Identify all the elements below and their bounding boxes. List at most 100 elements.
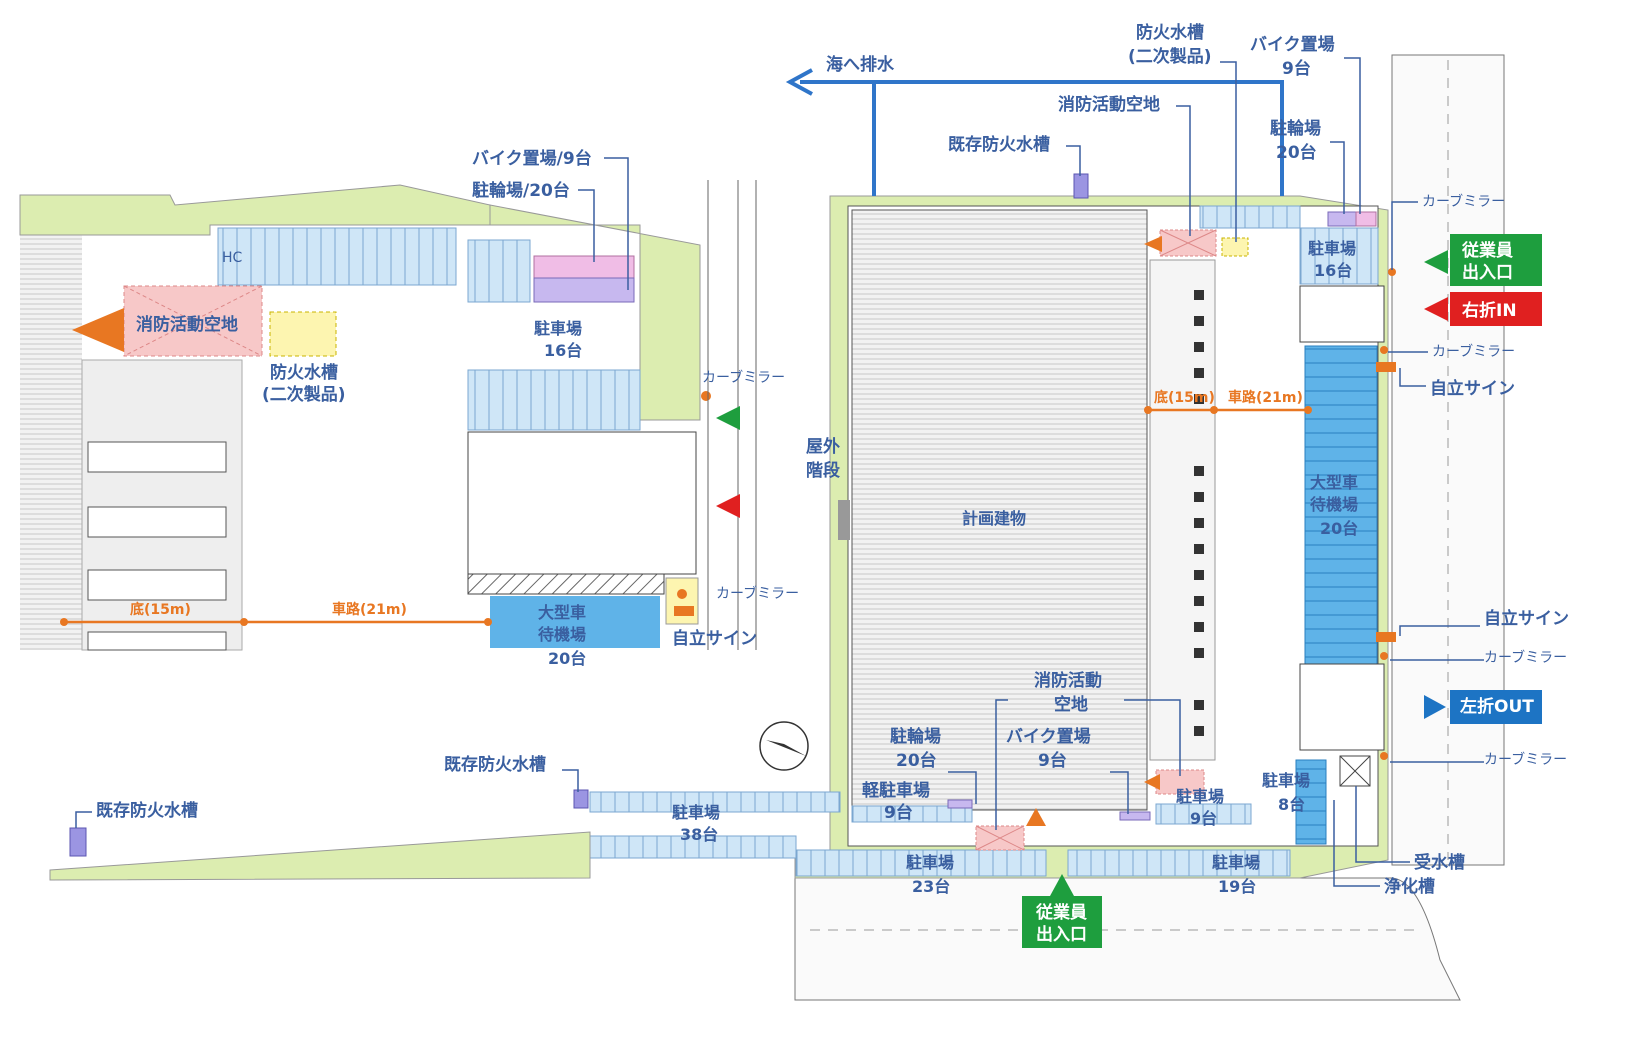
cycle-label-1: 駐輪場 xyxy=(1270,118,1321,139)
fire-space-top-label: 消防活動空地 xyxy=(1058,94,1160,115)
parking38-label-2: 38台 xyxy=(680,825,718,844)
sign-label-1: 自立サイン xyxy=(1430,378,1515,399)
parking9-label-1: 駐車場 xyxy=(1176,787,1224,806)
inset-bike-label: バイク置場/9台 xyxy=(472,148,592,169)
main-bottom-label: 底(15m) xyxy=(1154,389,1215,406)
tank-label-2: (二次製品) xyxy=(1128,46,1212,67)
sign-label-2: 自立サイン xyxy=(1484,608,1569,629)
parking19-label-2: 19台 xyxy=(1218,877,1256,896)
inset-plan: HC バイク置場/9台 駐輪場/20台 消防活動空地 防火水槽 (二次製品) 駐 xyxy=(19,148,799,668)
cycle-label-2: 20台 xyxy=(1276,142,1317,163)
inset-bike-area xyxy=(533,255,635,279)
inset-fire-space-label: 消防活動空地 xyxy=(136,314,238,335)
inset-mirror-label-2: カーブミラー xyxy=(716,585,799,602)
bike-bot-label-1: バイク置場 xyxy=(1006,727,1091,747)
inset-parking-16 xyxy=(467,369,641,431)
existing-tank-left-label: 既存防火水槽 xyxy=(96,800,198,821)
right-in-badge xyxy=(1450,292,1542,326)
wait-label-3: 20台 xyxy=(1320,519,1358,538)
inset-parking-label-2: 16台 xyxy=(544,341,582,360)
main-parking-top-strip xyxy=(1199,205,1301,229)
main-building xyxy=(851,209,1148,811)
fire-space-bot-label-1: 消防活動 xyxy=(1034,670,1102,691)
bike-bot-label-2: 9台 xyxy=(1038,750,1067,771)
kei-label-2: 9台 xyxy=(884,802,913,823)
main-road-bottom xyxy=(794,877,1461,1001)
inset-fire-arrow xyxy=(72,308,124,352)
main-parking-16 xyxy=(1299,227,1379,285)
septic-label: 浄化槽 xyxy=(1384,876,1435,897)
stairs-label-2: 階段 xyxy=(806,460,840,481)
inset-mirror-label-1: カーブミラー xyxy=(702,369,785,386)
main-stairs-icon xyxy=(838,500,850,540)
inset-parking-top xyxy=(217,227,457,286)
parking16-label-2: 16台 xyxy=(1314,261,1352,280)
main-gatehouse-bottom xyxy=(1299,663,1385,751)
parking8-label-1: 駐車場 xyxy=(1262,771,1310,790)
inset-tank-label-2: (二次製品) xyxy=(262,384,346,405)
wait-label-2: 待機場 xyxy=(1310,495,1358,514)
main-dock-marks xyxy=(1194,290,1204,736)
parking38-label-1: 駐車場 xyxy=(672,803,720,822)
employee-label-2: 出入口 xyxy=(1462,262,1513,283)
parking23-label-2: 23台 xyxy=(912,877,950,896)
main-dock-area xyxy=(1149,259,1216,761)
mirror-label-3: カーブミラー xyxy=(1484,649,1567,666)
leader-lines xyxy=(75,57,1484,887)
inset-green-arrow xyxy=(716,406,740,430)
inset-berth-area xyxy=(81,359,243,651)
left-out-label: 左折OUT xyxy=(1460,696,1534,717)
existing-tank-mid-label: 既存防火水槽 xyxy=(444,754,546,775)
inset-cycle-label: 駐輪場/20台 xyxy=(472,180,570,201)
inset-sign-label: 自立サイン xyxy=(672,628,757,649)
mirror-label-2: カーブミラー xyxy=(1432,343,1515,360)
stairs-label-1: 屋外 xyxy=(806,436,840,457)
main-parking-38-strip-1 xyxy=(589,791,841,813)
inset-parking-label-1: 駐車場 xyxy=(534,319,582,338)
employee-entrance-bottom-badge xyxy=(1022,896,1102,948)
inset-wait-label-1: 大型車 xyxy=(538,603,586,622)
mirror-label-1: カーブミラー xyxy=(1422,193,1505,210)
main-wait-area xyxy=(1304,345,1378,665)
inset-mirror-dot-1 xyxy=(677,589,687,599)
main-parking-23 xyxy=(795,849,1047,877)
employee-label-1: 従業員 xyxy=(1461,240,1513,261)
inset-wait-label-3: 20台 xyxy=(548,649,586,668)
drain-label: 海へ排水 xyxy=(826,54,895,75)
main-tank-box xyxy=(1221,237,1249,257)
main-green-bottom-left xyxy=(49,831,591,881)
inset-building-edge xyxy=(20,230,82,650)
building-label: 計画建物 xyxy=(962,509,1026,528)
employee-bot-label-2: 出入口 xyxy=(1036,924,1087,945)
cycle-bot-label-2: 20台 xyxy=(896,750,937,771)
main-kei-parking xyxy=(851,805,973,823)
main-road-label: 車路(21m) xyxy=(1228,389,1303,406)
existing-tank-top-label: 既存防火水槽 xyxy=(948,134,1050,155)
main-existing-tank-left xyxy=(69,827,87,857)
inset-tank-label-1: 防火水槽 xyxy=(270,362,338,383)
parking19-label-1: 駐車場 xyxy=(1212,853,1260,872)
parking16-label-1: 駐車場 xyxy=(1308,239,1356,258)
inset-mirror-dot-2 xyxy=(701,391,711,401)
inset-sign-base xyxy=(665,577,699,625)
main-cycle-top xyxy=(1327,211,1357,227)
right-in-label: 右折IN xyxy=(1462,300,1517,321)
water-tank-label: 受水槽 xyxy=(1414,852,1465,873)
main-parking-9 xyxy=(1155,803,1252,825)
mirror-label-4: カーブミラー xyxy=(1484,751,1567,768)
inset-hc-label: HC xyxy=(222,250,243,266)
tank-label-1: 防火水槽 xyxy=(1136,22,1204,43)
main-drain-line xyxy=(800,80,876,196)
main-plan: 海へ排水 防火水槽 (二次製品) バイク置場 9台 消防活動空地 既存防火水槽 … xyxy=(49,22,1569,1001)
inset-road-label: 車路(21m) xyxy=(332,601,407,618)
parking23-label-1: 駐車場 xyxy=(906,853,954,872)
inset-red-arrow xyxy=(716,494,740,518)
main-existing-tank-top xyxy=(1073,173,1089,199)
employee-bot-label-1: 従業員 xyxy=(1035,902,1087,923)
inset-hatched-edge xyxy=(467,573,665,595)
wait-label-1: 大型車 xyxy=(1310,473,1358,492)
main-bike-top xyxy=(1355,211,1377,227)
inset-parking-side xyxy=(467,239,531,303)
main-existing-tank-mid xyxy=(573,789,589,809)
